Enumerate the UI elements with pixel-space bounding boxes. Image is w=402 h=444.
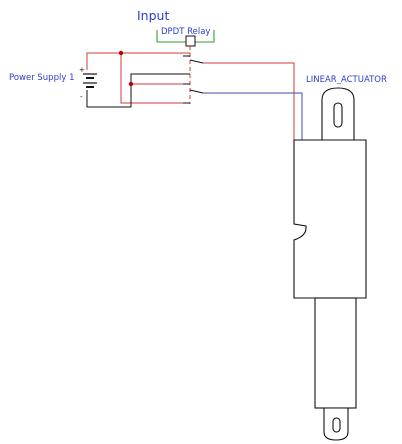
relay-coil[interactable] bbox=[185, 35, 196, 47]
actuator-label: LINEAR_ACTUATOR bbox=[306, 75, 387, 85]
battery-symbol[interactable] bbox=[83, 73, 97, 88]
junction-dot bbox=[128, 81, 134, 87]
junction-dot bbox=[118, 50, 124, 56]
power-supply-plus: + bbox=[79, 66, 85, 74]
wire-actuator-negative bbox=[203, 92, 303, 140]
relay-label: DPDT Relay bbox=[161, 27, 210, 37]
linear-actuator[interactable] bbox=[293, 87, 367, 441]
wire-negative bbox=[86, 73, 183, 108]
relay-switch-contacts[interactable] bbox=[183, 55, 204, 104]
wire-positive bbox=[86, 52, 295, 140]
input-label: Input bbox=[137, 8, 169, 23]
power-supply-label: Power Supply 1 bbox=[9, 73, 74, 83]
power-supply-minus: - bbox=[80, 93, 83, 101]
